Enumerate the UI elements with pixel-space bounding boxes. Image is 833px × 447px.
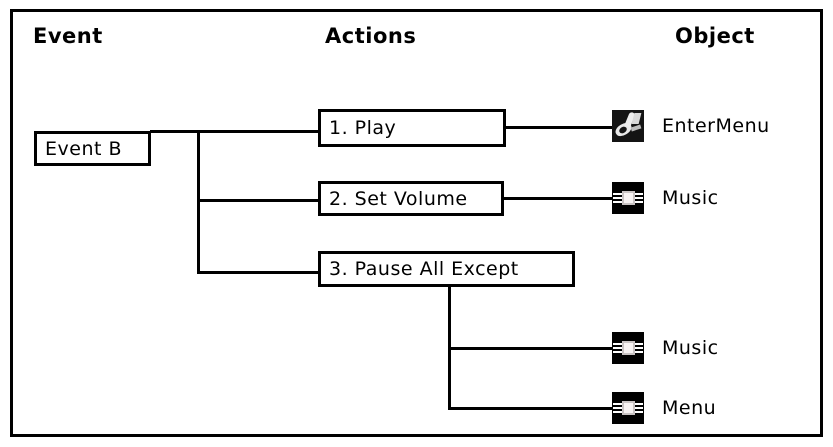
object-label-music: Music <box>662 187 719 209</box>
connector-trunk-to-exception-2 <box>448 407 616 410</box>
connector-trunk-to-exception-1 <box>448 347 616 350</box>
object-speaker-icon <box>612 392 644 424</box>
connector-action-1-to-object <box>503 126 615 129</box>
exception-label-menu: Menu <box>662 397 717 419</box>
exception-label-music: Music <box>662 337 719 359</box>
action-node-label-3: 3. Pause All Except <box>329 258 519 280</box>
action-node-box-3[interactable]: 3. Pause All Except <box>318 251 575 287</box>
connector-event-to-trunk <box>150 130 200 133</box>
action-node-label-1: 1. Play <box>329 117 397 139</box>
event-node-box[interactable]: Event B <box>34 131 151 166</box>
object-row-music[interactable]: Music <box>612 182 719 214</box>
object-row-entermenu[interactable]: EnterMenu <box>612 110 770 142</box>
event-glyph-icon <box>612 110 644 142</box>
connector-trunk-to-action-1 <box>197 130 321 133</box>
connector-trunk-actions <box>197 130 200 274</box>
connector-trunk-to-action-2 <box>197 199 321 202</box>
diagram-frame <box>10 9 823 437</box>
exception-row-menu[interactable]: Menu <box>612 392 716 424</box>
column-header-object: Object <box>675 24 755 48</box>
object-label-entermenu: EnterMenu <box>662 115 770 137</box>
object-speaker-icon <box>612 332 644 364</box>
object-speaker-icon <box>612 182 644 214</box>
exception-row-music[interactable]: Music <box>612 332 719 364</box>
action-node-box-2[interactable]: 2. Set Volume <box>318 181 504 216</box>
action-node-label-2: 2. Set Volume <box>329 187 468 210</box>
action-node-box-1[interactable]: 1. Play <box>318 109 506 147</box>
connector-trunk-to-action-3 <box>197 271 321 274</box>
column-header-actions: Actions <box>325 24 417 48</box>
connector-action-2-to-object <box>501 197 615 200</box>
event-node-label: Event B <box>45 137 123 160</box>
column-header-event: Event <box>33 24 103 48</box>
